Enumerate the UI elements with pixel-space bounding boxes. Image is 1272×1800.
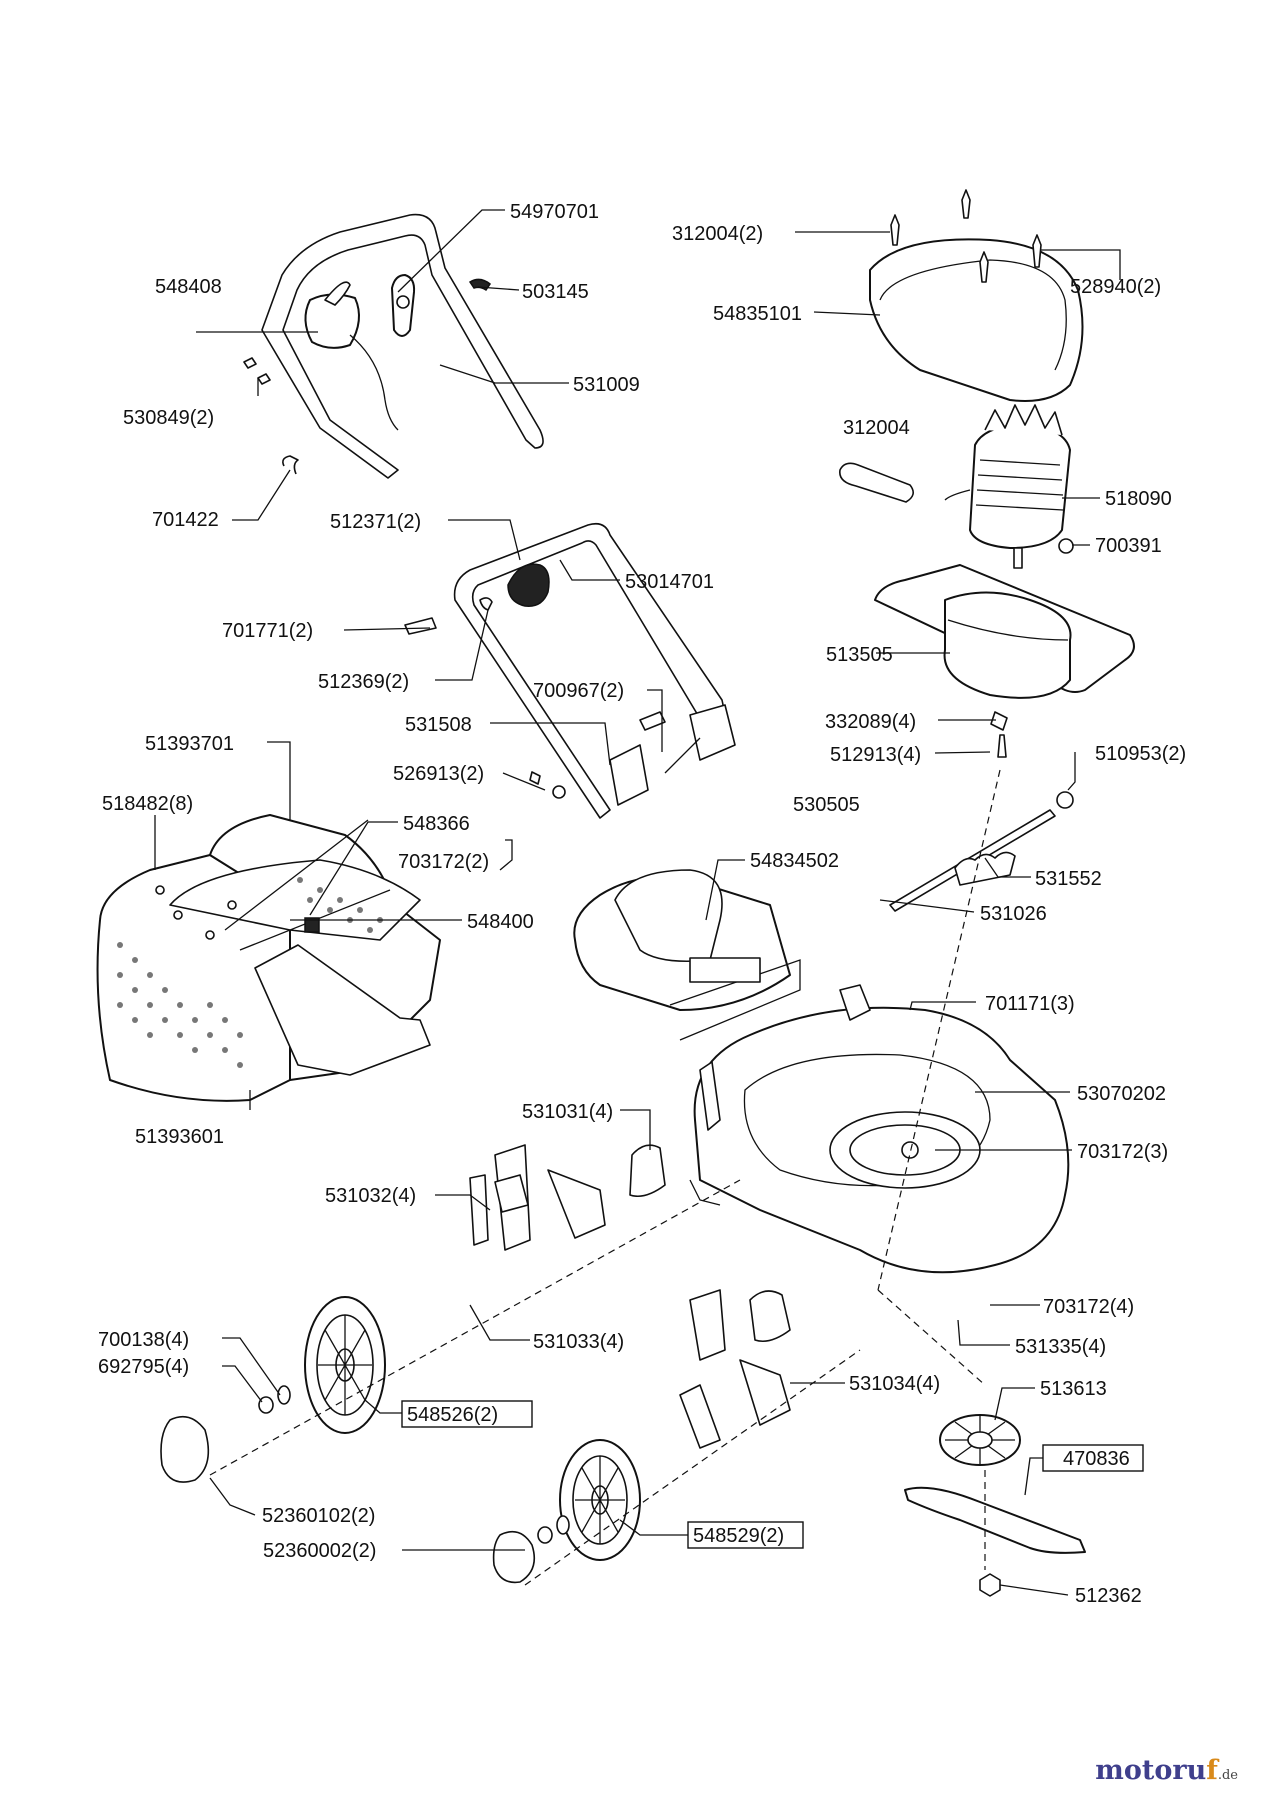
label-700138: 700138(4) — [98, 1329, 189, 1351]
label-51393701: 51393701 — [145, 733, 234, 755]
label-54835101: 54835101 — [713, 303, 802, 325]
motor-cover — [869, 189, 1084, 402]
grass-bag — [96, 814, 441, 1102]
label-530505: 530505 — [793, 794, 860, 816]
label-53014701: 53014701 — [625, 571, 714, 593]
label-548366: 548366 — [403, 813, 470, 835]
label-332089: 332089(4) — [825, 711, 916, 733]
lower-handle — [404, 522, 736, 819]
label-52360002: 52360002(2) — [263, 1540, 376, 1562]
brand-logo: motoruf.de — [1095, 1755, 1238, 1786]
label-531026: 531026 — [980, 903, 1047, 925]
blade-assembly — [904, 1414, 1086, 1597]
label-703172-3: 703172(3) — [1077, 1141, 1168, 1163]
label-518482: 518482(8) — [102, 793, 193, 815]
label-530849: 530849(2) — [123, 407, 214, 429]
label-548529: 548529(2) — [693, 1525, 784, 1547]
label-531552: 531552 — [1035, 868, 1102, 890]
label-503145: 503145 — [522, 281, 589, 303]
label-470836: 470836 — [1063, 1448, 1130, 1470]
label-513505: 513505 — [826, 644, 893, 666]
label-526913: 526913(2) — [393, 763, 484, 785]
label-531508: 531508 — [405, 714, 472, 736]
label-701171: 701171(3) — [985, 993, 1075, 1015]
label-510953: 510953(2) — [1095, 743, 1186, 765]
label-531033: 531033(4) — [533, 1331, 624, 1353]
motor — [839, 404, 1074, 569]
label-53070202: 53070202 — [1077, 1083, 1166, 1105]
label-54970701: 54970701 — [510, 201, 599, 223]
box-470836 — [1042, 1444, 1144, 1472]
mower-deck — [689, 984, 1070, 1274]
label-512371: 512371(2) — [330, 511, 421, 533]
wheel-front — [492, 1439, 641, 1584]
label-703172-2: 703172(2) — [398, 851, 489, 873]
label-531032: 531032(4) — [325, 1185, 416, 1207]
label-531034: 531034(4) — [849, 1373, 940, 1395]
label-703172-4: 703172(4) — [1043, 1296, 1134, 1318]
label-528940: 528940(2) — [1070, 276, 1161, 298]
upper-handle — [243, 213, 544, 479]
label-518090: 518090 — [1105, 488, 1172, 510]
rear-flap — [573, 869, 801, 1041]
label-531335: 531335(4) — [1015, 1336, 1106, 1358]
axle-spring — [889, 791, 1074, 912]
axle-brackets — [469, 1144, 791, 1449]
label-548408: 548408 — [155, 276, 222, 298]
label-513613: 513613 — [1040, 1378, 1107, 1400]
label-51393601: 51393601 — [135, 1126, 224, 1148]
label-512913: 512913(4) — [830, 744, 921, 766]
wheel-rear — [160, 1296, 386, 1483]
label-548526: 548526(2) — [407, 1404, 498, 1426]
box-548529 — [687, 1521, 804, 1549]
motor-plate — [874, 564, 1135, 758]
box-548526 — [401, 1400, 533, 1428]
label-312004-2: 312004(2) — [672, 223, 763, 245]
label-548400: 548400 — [467, 911, 534, 933]
label-512362: 512362 — [1075, 1585, 1142, 1607]
label-531009: 531009 — [573, 374, 640, 396]
label-54834502: 54834502 — [750, 850, 839, 872]
leader-lines — [154, 209, 1121, 1596]
label-312004: 312004 — [843, 417, 910, 439]
label-701422: 701422 — [152, 509, 219, 531]
label-52360102: 52360102(2) — [262, 1505, 375, 1527]
label-701771: 701771(2) — [222, 620, 313, 642]
label-700967: 700967(2) — [533, 680, 624, 702]
label-692795: 692795(4) — [98, 1356, 189, 1378]
label-700391: 700391 — [1095, 535, 1162, 557]
label-531031: 531031(4) — [522, 1101, 613, 1123]
label-512369: 512369(2) — [318, 671, 409, 693]
part-labels: 54970701 548408 503145 531009 530849(2) … — [98, 201, 1186, 1607]
